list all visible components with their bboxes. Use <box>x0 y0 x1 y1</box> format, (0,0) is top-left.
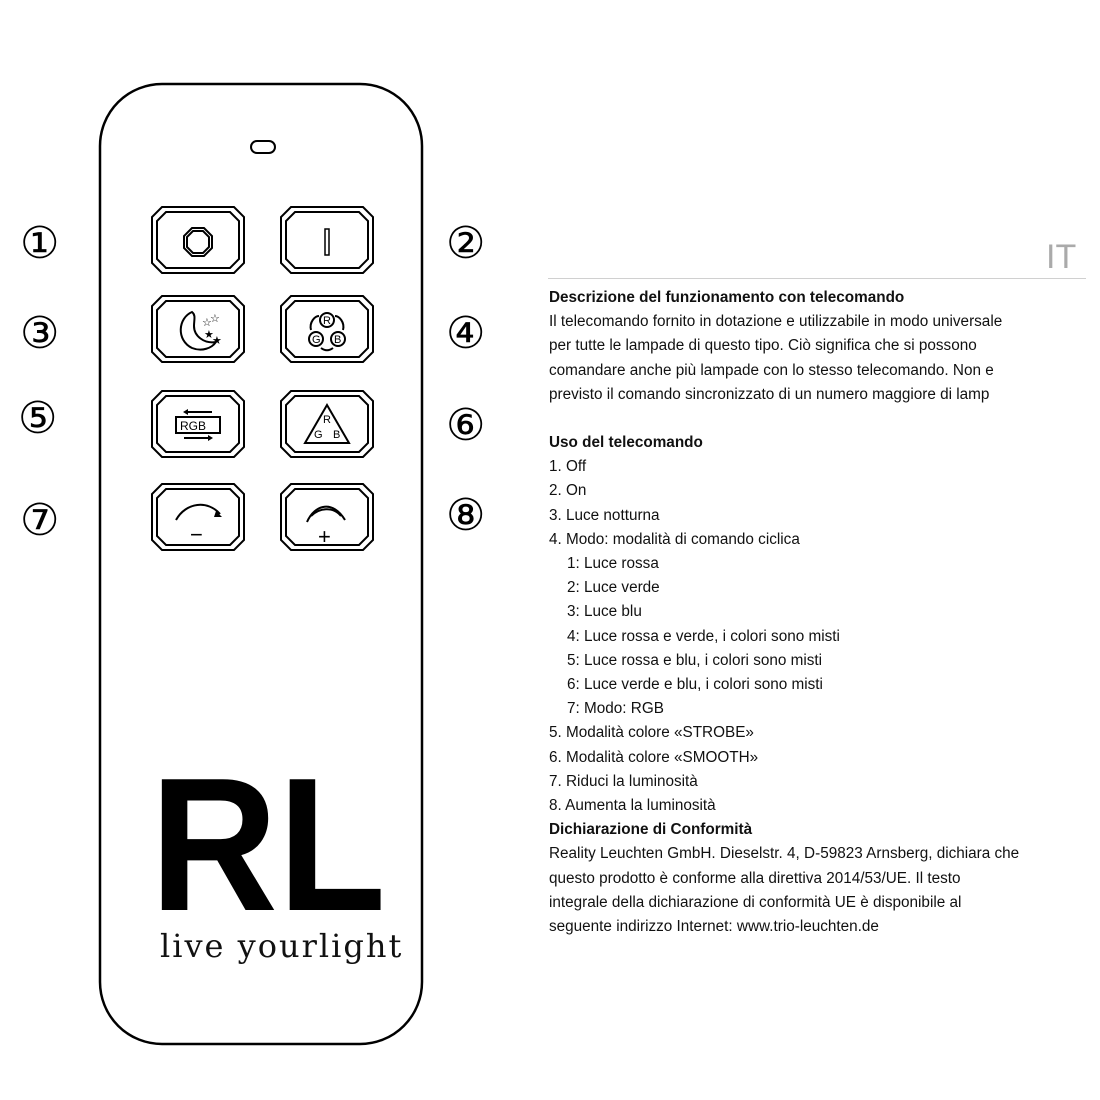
callout-1: ① <box>20 218 59 269</box>
button-7-dim-down[interactable]: − <box>151 483 245 551</box>
spacer <box>549 407 1094 431</box>
usage-item: 7. Riduci la luminosità <box>549 772 698 790</box>
callout-3: ③ <box>20 308 59 359</box>
usage-sub-item: 1: Luce rossa <box>567 555 659 573</box>
brand-tagline: live yourlight <box>160 927 403 965</box>
instructions-text: Descrizione del funzionamento con teleco… <box>549 286 1094 939</box>
svg-text:★: ★ <box>212 335 222 347</box>
description-line: comandare anche più lampade con lo stess… <box>549 361 994 379</box>
conformity-heading: Dichiarazione di Conformità <box>549 821 753 839</box>
usage-item: 2. On <box>549 482 587 500</box>
button-3-night-light[interactable]: ☆ ☆ ★ ★ <box>151 295 245 363</box>
rgb-smooth-label-b: B <box>333 429 340 441</box>
conformity-line: questo prodotto è conforme alla direttiv… <box>549 869 961 887</box>
octagon-off-icon <box>183 227 213 257</box>
description-line: previsto il comando sincronizzato di un … <box>549 385 990 403</box>
vertical-bar-on-icon <box>324 228 330 256</box>
callout-2: ② <box>446 218 485 269</box>
svg-text:★: ★ <box>204 329 214 341</box>
usage-item: 8. Aumenta la luminosità <box>549 797 716 815</box>
button-6-smooth[interactable]: R G B <box>280 390 374 458</box>
callout-6: ⑥ <box>446 400 485 451</box>
callout-4: ④ <box>446 308 485 359</box>
dim-plus-icon: + <box>306 505 346 549</box>
rgb-mode-icon: R G B <box>308 312 346 352</box>
dim-minus-icon: − <box>175 504 222 547</box>
conformity-line: integrale della dichiarazione di conform… <box>549 893 962 911</box>
button-5-strobe[interactable]: RGB <box>151 390 245 458</box>
usage-sub-item: 5: Luce rossa e blu, i colori sono misti <box>567 651 823 669</box>
usage-item: 1. Off <box>549 458 587 476</box>
usage-heading: Uso del telecomando <box>549 434 703 452</box>
usage-sub-item: 7: Modo: RGB <box>567 700 664 718</box>
usage-sub-item: 3: Luce blu <box>567 603 642 621</box>
rgb-smooth-label-g: G <box>314 429 323 441</box>
callout-5: ⑤ <box>18 393 57 444</box>
header-divider <box>548 278 1086 279</box>
usage-item: 4. Modo: modalità di comando ciclica <box>549 530 800 548</box>
button-2-on[interactable] <box>280 206 374 274</box>
dim-plus-sign: + <box>318 524 331 549</box>
rgb-strobe-icon: RGB <box>175 409 221 441</box>
usage-sub-item: 2: Luce verde <box>567 579 660 597</box>
rgb-smooth-label-r: R <box>323 414 331 426</box>
svg-text:☆: ☆ <box>210 313 220 325</box>
usage-item: 3. Luce notturna <box>549 506 660 524</box>
svg-text:☆: ☆ <box>202 317 212 329</box>
brand-logo: RL <box>150 739 386 951</box>
button-1-off[interactable] <box>151 206 245 274</box>
rgb-strobe-label: RGB <box>180 419 206 433</box>
callout-7: ⑦ <box>20 495 59 546</box>
dim-minus-sign: − <box>190 522 203 547</box>
rgb-mode-label-b: B <box>334 334 341 346</box>
description-line: Il telecomando fornito in dotazione e ut… <box>549 313 1003 331</box>
rgb-mode-label-r: R <box>323 315 331 327</box>
conformity-line: seguente indirizzo Internet: www.trio-le… <box>549 918 879 936</box>
moon-stars-icon: ☆ ☆ ★ ★ <box>179 310 222 351</box>
rgb-smooth-icon: R G B <box>303 403 351 444</box>
usage-item: 5. Modalità colore «STROBE» <box>549 724 754 742</box>
remote-control-diagram: ① ② ③ ④ ⑤ ⑥ ⑦ ⑧ ☆ ☆ ★ ★ <box>18 82 485 1046</box>
description-line: per tutte le lampade di questo tipo. Ciò… <box>549 337 977 355</box>
button-4-mode[interactable]: R G B <box>280 295 374 363</box>
rgb-mode-label-g: G <box>312 334 321 346</box>
ir-window <box>250 140 276 154</box>
button-8-dim-up[interactable]: + <box>280 483 374 551</box>
usage-item: 6. Modalità colore «SMOOTH» <box>549 748 759 766</box>
callout-8: ⑧ <box>446 490 485 541</box>
language-tag: IT <box>1046 238 1077 276</box>
usage-sub-item: 4: Luce rossa e verde, i colori sono mis… <box>567 627 840 645</box>
description-heading: Descrizione del funzionamento con teleco… <box>549 289 905 306</box>
conformity-line: Reality Leuchten GmbH. Dieselstr. 4, D-5… <box>549 845 1020 863</box>
usage-sub-item: 6: Luce verde e blu, i colori sono misti <box>567 676 823 694</box>
